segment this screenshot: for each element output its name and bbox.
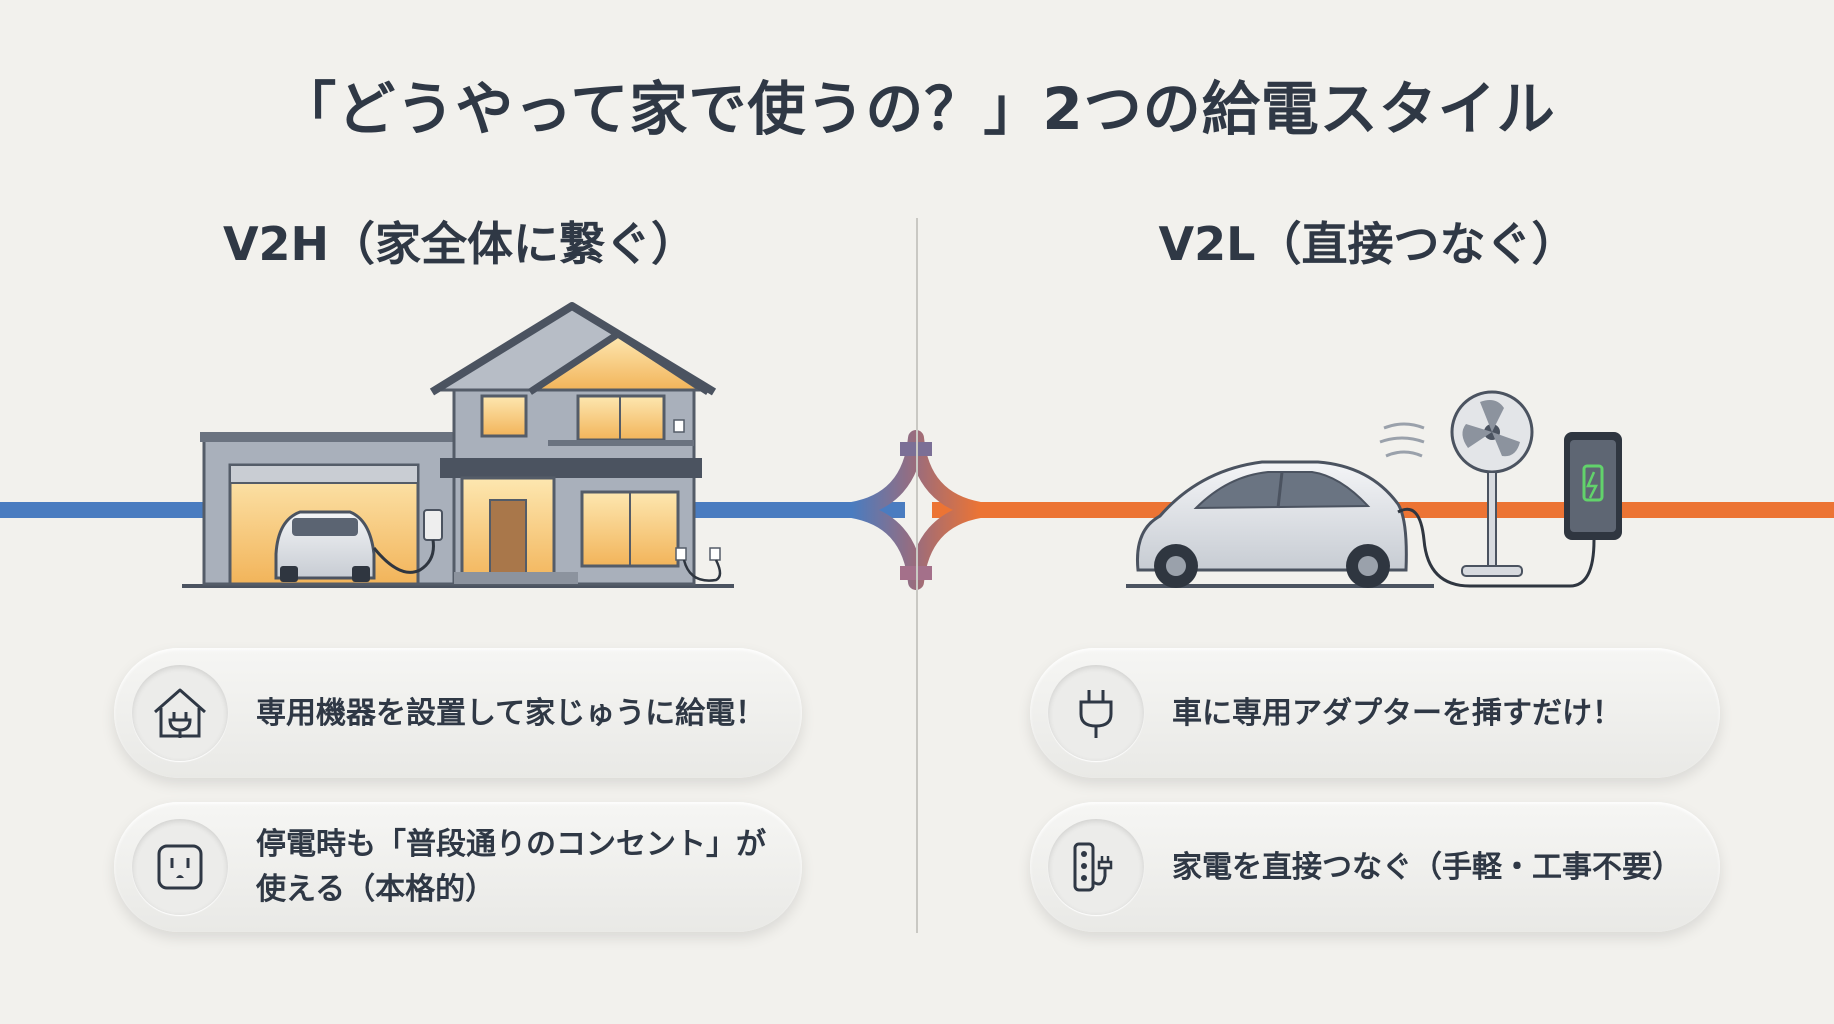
power-strip-icon (1048, 819, 1144, 915)
v2l-card-adapter: 車に専用アダプターを挿すだけ！ (1030, 648, 1720, 778)
v2l-heading: V2L（直接つなぐ） (1158, 217, 1578, 271)
plug-icon (1048, 665, 1144, 761)
v2l-card-adapter-text: 車に専用アダプターを挿すだけ！ (1172, 695, 1622, 731)
v2h-card-install-text: 専用機器を設置して家じゅうに給電！ (256, 695, 766, 731)
v2h-card-outlet: 停電時も「普段通りのコンセント」が 使える（本格的） (114, 802, 802, 932)
v2h-heading: V2H（家全体に繋ぐ） (222, 217, 698, 271)
page-title: 「どうやって家で使うの？」2つの給電スタイル (278, 75, 1556, 143)
v2h-card-install: 専用機器を設置して家じゅうに給電！ (114, 648, 802, 778)
v2h-card-outlet-text: 停電時も「普段通りのコンセント」が 使える（本格的） (256, 827, 766, 907)
center-divider (916, 218, 918, 933)
house-plug-icon (132, 665, 228, 761)
v2l-card-direct-text: 家電を直接つなぐ（手軽・工事不要） (1172, 849, 1682, 885)
house-illustration (182, 302, 734, 588)
v2l-illustration (1126, 390, 1622, 588)
outlet-icon (132, 819, 228, 915)
v2l-card-direct: 家電を直接つなぐ（手軽・工事不要） (1030, 802, 1720, 932)
